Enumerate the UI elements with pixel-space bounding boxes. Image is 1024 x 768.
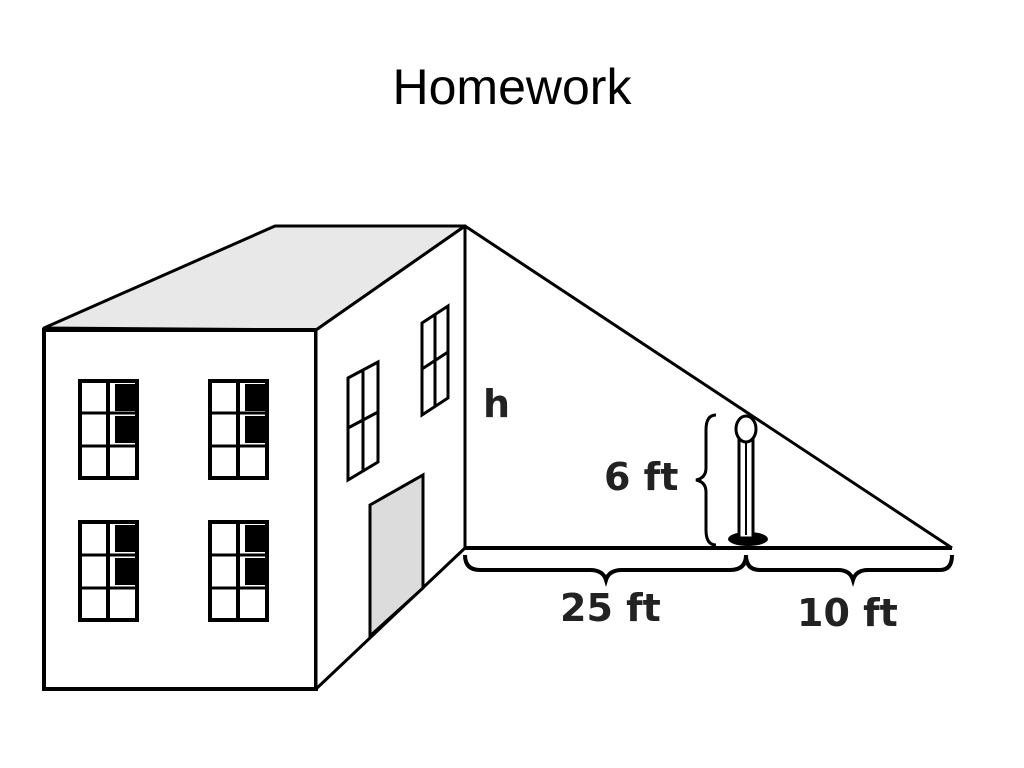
label-building-to-pole: 25 ft	[560, 586, 661, 630]
slide-title: Homework	[392, 59, 632, 115]
front-window-top-right	[208, 379, 269, 480]
label-pole-height: 6 ft	[604, 455, 678, 499]
label-building-height: h	[483, 382, 510, 426]
building-front-face	[42, 328, 318, 691]
side-door	[368, 472, 425, 640]
brace-pole-to-shadow-tip	[744, 554, 954, 587]
label-pole-to-shadow-tip: 10 ft	[797, 591, 898, 635]
pole-height-brace	[695, 413, 717, 547]
brace-building-to-pole	[463, 554, 748, 587]
pole	[728, 414, 768, 546]
side-window-left	[346, 359, 380, 483]
side-window-right	[420, 303, 450, 418]
front-window-bottom-left	[78, 520, 139, 622]
sight-line	[464, 224, 953, 550]
front-window-top-left	[78, 379, 139, 480]
front-window-bottom-right	[208, 520, 269, 622]
